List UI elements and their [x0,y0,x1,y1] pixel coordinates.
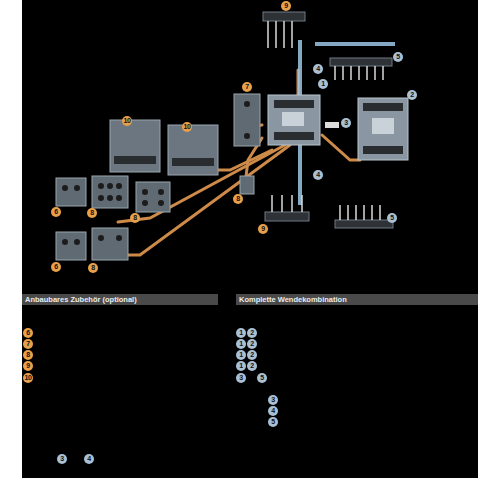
callout-number: 1 [236,350,246,360]
callout-number: 3 [57,454,67,464]
callout-number: 5 [268,417,278,427]
callout-number: 2 [247,328,257,338]
callout-number: 4 [268,406,278,416]
callout-number: 8 [23,350,33,360]
callout-number: 5 [257,373,267,383]
callout-number: 3 [236,373,246,383]
callout-number: 2 [247,361,257,371]
black-ground [22,0,478,478]
callout-number: 1 [236,339,246,349]
callout-number: 10 [122,116,132,126]
callout-number: 8 [88,263,98,273]
callout-number: 2 [247,350,257,360]
callout-number: 9 [281,1,291,11]
callout-number: 2 [407,90,417,100]
callout-number: 5 [387,213,397,223]
callout-number: 8 [130,213,140,223]
callout-number: 1 [236,328,246,338]
callout-number: 3 [268,395,278,405]
section-header-band: Komplette Wendekombination [236,294,478,305]
callout-number: 10 [182,122,192,132]
callout-number: 9 [258,224,268,234]
callout-number: 5 [393,52,403,62]
callout-number: 8 [233,194,243,204]
callout-number: 1 [318,79,328,89]
callout-number: 3 [341,118,351,128]
callout-number: 6 [51,262,61,272]
callout-number: 8 [87,208,97,218]
callout-number: 1 [236,361,246,371]
callout-number: 9 [23,361,33,371]
callout-number: 7 [242,82,252,92]
callout-number: 10 [23,373,33,383]
callout-number: 6 [51,207,61,217]
section-heading: Anbaubares Zubehör (optional) [22,294,218,305]
callout-number: 4 [313,170,323,180]
callout-number: 2 [247,339,257,349]
callout-number: 7 [23,339,33,349]
section-heading: Komplette Wendekombination [236,294,478,305]
callout-number: 4 [84,454,94,464]
callout-number: 4 [313,64,323,74]
callout-number: 6 [23,328,33,338]
section-header-band: Anbaubares Zubehör (optional) [22,294,218,305]
